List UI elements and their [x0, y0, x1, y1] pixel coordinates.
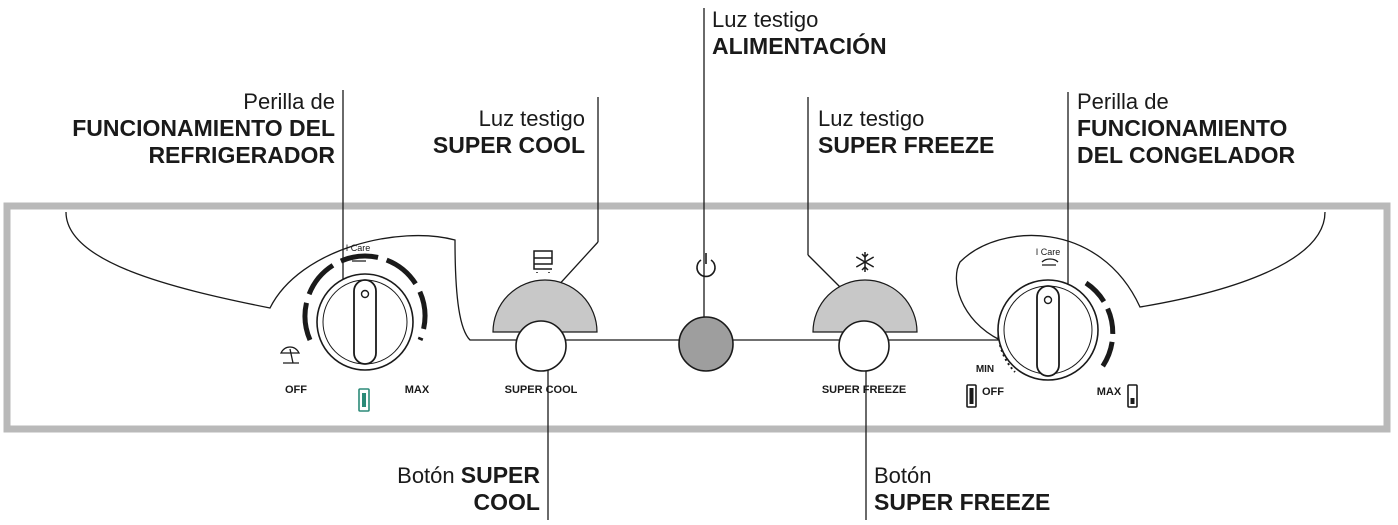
freezer-max-label: MAX — [1097, 386, 1122, 398]
freezer-min-label: MIN — [976, 364, 994, 375]
callout-fridge-knob-line1: Perilla de — [243, 89, 335, 114]
callout-power-light-line1: Luz testigo — [712, 7, 819, 32]
super-freeze-light-arc — [812, 279, 918, 333]
super-freeze-button-label: SUPER FREEZE — [822, 384, 906, 396]
callout-super-cool-button-bold1: SUPER — [460, 462, 540, 488]
thermometer-full-icon — [1127, 384, 1138, 408]
callout-super-freeze-button-line2: SUPER FREEZE — [874, 489, 1051, 515]
beach-umbrella-icon — [279, 346, 301, 364]
power-indicator-light — [678, 316, 734, 372]
panel-contour — [65, 211, 1326, 341]
fridge-off-label: OFF — [285, 384, 307, 396]
callout-super-freeze-button-line1: Botón — [874, 463, 932, 488]
fridge-knob-dot — [360, 289, 370, 299]
fridge-icare-label: I Care — [346, 243, 371, 253]
freezer-scale-arc — [1084, 280, 1116, 372]
callout-freezer-knob-line2: FUNCIONAMIENTO — [1077, 115, 1288, 141]
callout-freezer-knob: Perilla de FUNCIONAMIENTO DEL CONGELADOR — [1077, 88, 1295, 169]
callout-super-cool-light: Luz testigo SUPER COOL — [433, 105, 585, 159]
callout-super-cool-light-line1: Luz testigo — [478, 106, 585, 131]
callout-super-freeze-button: Botón SUPER FREEZE — [874, 462, 1050, 516]
thermometer-indicator-icon — [358, 388, 370, 412]
callout-fridge-knob-line3: REFRIGERADOR — [148, 142, 335, 168]
thermometer-empty-icon — [966, 384, 977, 408]
callout-super-cool-button-prefix: Botón — [397, 463, 461, 488]
callout-power-light: Luz testigo ALIMENTACIÓN — [712, 6, 887, 60]
panel-frame — [3, 202, 1391, 433]
hand-icon — [351, 254, 369, 262]
freezer-hand-icon — [1041, 258, 1059, 266]
callout-fridge-knob-line2: FUNCIONAMIENTO DEL — [72, 115, 335, 141]
super-cool-button[interactable] — [515, 320, 567, 372]
freezer-knob[interactable] — [997, 279, 1116, 381]
callout-super-freeze-light: Luz testigo SUPER FREEZE — [818, 105, 994, 159]
callout-freezer-knob-line3: DEL CONGELADOR — [1077, 142, 1296, 168]
shopping-cart-icon — [533, 250, 553, 273]
callout-super-cool-button-bold2: COOL — [473, 489, 540, 515]
callout-fridge-knob: Perilla de FUNCIONAMIENTO DEL REFRIGERAD… — [72, 88, 335, 169]
super-cool-light-arc — [492, 279, 598, 333]
freezer-knob-dot — [1043, 295, 1053, 305]
fridge-knob-grip — [353, 279, 377, 365]
super-freeze-button[interactable] — [838, 320, 890, 372]
callout-super-cool-button-line1: Botón SUPER — [397, 462, 540, 489]
callout-super-freeze-light-line1: Luz testigo — [818, 106, 925, 131]
freezer-icare-label: I Care — [1036, 247, 1061, 257]
callout-super-cool-light-line2: SUPER COOL — [432, 132, 585, 158]
fridge-max-label: MAX — [405, 384, 430, 396]
callout-power-light-line2: ALIMENTACIÓN — [712, 33, 887, 59]
fridge-knob[interactable] — [302, 253, 428, 371]
callout-super-freeze-light-line2: SUPER FREEZE — [818, 132, 995, 158]
super-cool-button-label: SUPER COOL — [505, 384, 578, 396]
freezer-off-label: OFF — [982, 386, 1004, 398]
callout-freezer-knob-line1: Perilla de — [1077, 89, 1169, 114]
power-icon — [696, 253, 716, 278]
freezer-knob-grip — [1036, 285, 1060, 377]
snowflake-icon — [855, 252, 875, 272]
callout-super-cool-button: Botón SUPER COOL — [397, 462, 540, 516]
